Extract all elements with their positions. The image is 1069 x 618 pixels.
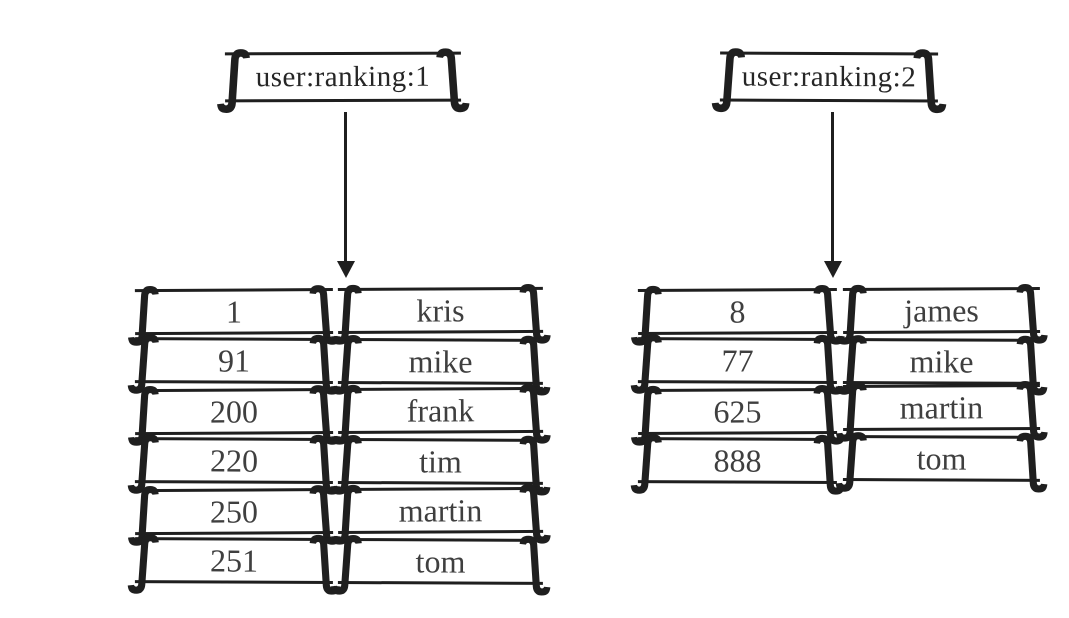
table-row: 200 frank <box>134 386 544 436</box>
member-cell: mike <box>842 338 1041 385</box>
member-cell: james <box>842 286 1041 334</box>
set-key-label-2: user:ranking:2 <box>741 60 917 93</box>
member-cell: kris <box>337 286 544 335</box>
score-cell: 250 <box>134 488 334 536</box>
member-cell: martin <box>842 383 1041 431</box>
member-value: tim <box>419 442 462 480</box>
score-value: 91 <box>217 341 251 379</box>
set-key-box-2: user:ranking:2 <box>719 51 939 103</box>
table-row: 250 martin <box>134 486 544 536</box>
table-row: 888 tom <box>637 435 1041 485</box>
score-value: 625 <box>713 392 762 430</box>
member-value: frank <box>406 391 475 429</box>
score-cell: 77 <box>637 337 838 384</box>
sorted-set-table-2: 8 james 77 mike 625 martin 888 tom <box>637 286 1041 485</box>
set-key-label-1: user:ranking:1 <box>255 60 431 93</box>
member-cell: tom <box>842 435 1041 482</box>
member-value: tom <box>916 439 967 477</box>
table-row: 91 mike <box>134 337 544 385</box>
arrow-down-icon <box>831 112 834 263</box>
score-value: 200 <box>209 392 259 430</box>
member-cell: frank <box>337 386 544 435</box>
score-cell: 8 <box>637 288 838 336</box>
member-value: martin <box>899 388 984 426</box>
score-value: 77 <box>721 341 754 379</box>
table-row: 8 james <box>637 286 1041 336</box>
member-value: james <box>904 291 979 329</box>
sorted-set-table-1: 1 kris 91 mike 200 frank 220 tim 250 mar… <box>134 286 544 585</box>
score-value: 250 <box>209 492 259 530</box>
member-value: mike <box>408 342 473 380</box>
score-cell: 220 <box>134 437 334 484</box>
table-row: 251 tom <box>134 537 544 585</box>
table-row: 625 martin <box>637 383 1041 436</box>
score-value: 251 <box>209 541 259 579</box>
score-cell: 91 <box>134 337 334 384</box>
table-row: 77 mike <box>637 337 1041 385</box>
member-cell: mike <box>337 337 544 385</box>
score-cell: 251 <box>134 537 334 584</box>
member-cell: tom <box>337 537 544 585</box>
member-cell: tim <box>337 437 544 485</box>
member-cell: martin <box>337 486 544 535</box>
score-cell: 200 <box>134 388 334 436</box>
score-value: 1 <box>225 293 243 330</box>
member-value: mike <box>909 342 974 380</box>
arrow-down-icon <box>344 112 347 263</box>
score-value: 888 <box>713 441 762 479</box>
member-value: martin <box>398 491 483 529</box>
table-row: 220 tim <box>134 437 544 485</box>
score-cell: 625 <box>637 388 838 436</box>
table-row: 1 kris <box>134 286 544 336</box>
member-value: kris <box>416 291 465 329</box>
score-cell: 888 <box>637 437 838 484</box>
score-cell: 1 <box>134 288 334 336</box>
set-key-box-1: user:ranking:1 <box>224 51 462 103</box>
score-value: 8 <box>729 292 746 330</box>
member-value: tom <box>415 542 466 580</box>
score-value: 220 <box>209 441 259 479</box>
